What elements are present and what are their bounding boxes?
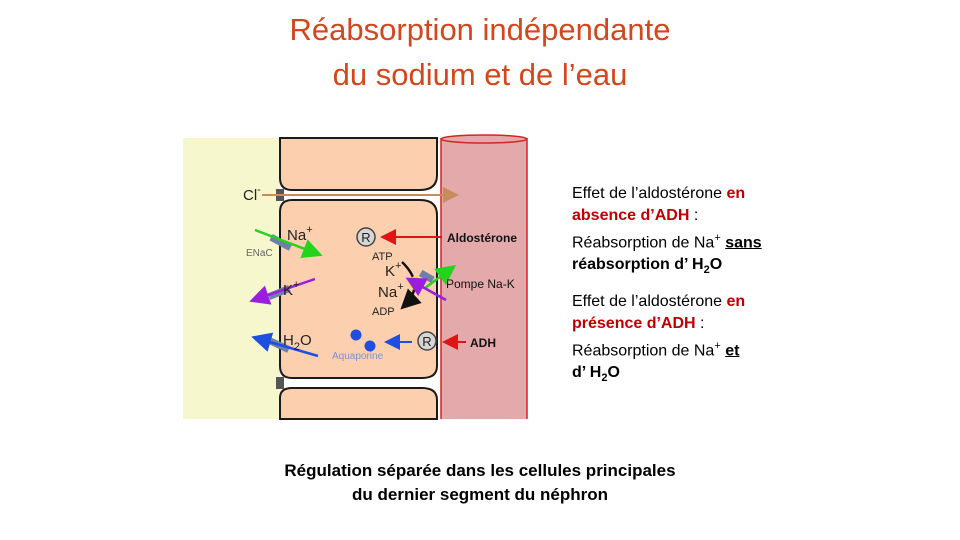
na-k-pump-channel — [418, 269, 435, 283]
title-line-1: Réabsorption indépendante — [289, 12, 671, 47]
pump-sodium-out-arrow — [424, 265, 457, 290]
title-line-2: du sodium et de l’eau — [332, 57, 628, 92]
aquaporin-vesicle — [364, 340, 376, 352]
effect1-line4: réabsorption d’ H — [572, 256, 704, 274]
chloride-label: Cl- — [243, 184, 261, 204]
effect1-line1-highlight: en — [726, 185, 746, 202]
tight-junction-lower — [276, 377, 284, 389]
effect2-line3-emphasis: et — [725, 342, 740, 360]
effect2-line1: Effet de l’aldostérone — [572, 293, 727, 310]
potassium-label: K+ — [283, 279, 299, 299]
aldosterone-receptor-label: R — [361, 230, 370, 245]
sodium-entry-arrow — [254, 228, 323, 259]
potassium-exit-arrow — [249, 277, 316, 305]
effect2-line2: : — [695, 315, 705, 332]
effect2-line1-highlight: en — [726, 293, 746, 310]
water-label: H2O — [283, 332, 312, 353]
pump-potassium-label: K+ — [385, 260, 401, 280]
effect2-line3: Réabsorption de Na — [572, 342, 715, 360]
aldosterone-label: Aldostérone — [447, 231, 517, 245]
water-arrow — [251, 332, 319, 358]
aldosterone-receptor — [356, 227, 376, 247]
tubular-lumen — [183, 138, 280, 419]
effect1-line1: Effet de l’aldostérone — [572, 185, 727, 202]
effect1-line2-highlight: absence d’ADH — [572, 207, 690, 224]
effect2-line4-sub: 2 — [601, 372, 608, 385]
aquaporin-vesicle — [350, 329, 362, 341]
enac-label: ENaC — [246, 248, 273, 259]
effect1-line4-end: O — [709, 256, 723, 274]
atp-label: ATP — [372, 251, 393, 263]
effect2-line3-sup: + — [714, 340, 721, 352]
caption-line-1: Régulation séparée dans les cellules pri… — [284, 461, 676, 480]
caption: Régulation séparée dans les cellules pri… — [0, 459, 960, 507]
pump-sodium-label: Na+ — [378, 281, 404, 301]
effect1-line3: Réabsorption de Na — [572, 234, 715, 252]
effect2-line4: d’ H — [572, 364, 602, 382]
adp-label: ADP — [372, 306, 395, 318]
sodium-label: Na+ — [287, 224, 313, 244]
caption-line-2: du dernier segment du néphron — [352, 485, 608, 504]
lower-cell — [279, 387, 438, 420]
aquaporine-label: Aquaporine — [332, 351, 384, 362]
effect1-line4-sub: 2 — [703, 264, 710, 277]
adh-receptor-label: R — [422, 334, 431, 349]
effect1-line2: : — [689, 207, 699, 224]
effect-without-adh: Effet de l’aldostérone en absence d’ADH … — [572, 183, 942, 282]
upper-cell — [279, 137, 438, 191]
effect2-line4-end: O — [607, 364, 620, 382]
adh-receptor — [417, 331, 437, 351]
effect2-line2-highlight: présence d’ADH — [572, 315, 696, 332]
pompe-label: Pompe Na-K — [446, 277, 515, 291]
pump-potassium-in-arrow — [405, 277, 447, 302]
adh-label: ADH — [470, 336, 496, 350]
effect1-line3-emphasis: sans — [725, 234, 762, 252]
blood-vessel-top — [440, 134, 528, 144]
effect1-line3-sup: + — [714, 232, 721, 244]
effect-with-adh: Effet de l’aldostérone en présence d’ADH… — [572, 291, 942, 390]
